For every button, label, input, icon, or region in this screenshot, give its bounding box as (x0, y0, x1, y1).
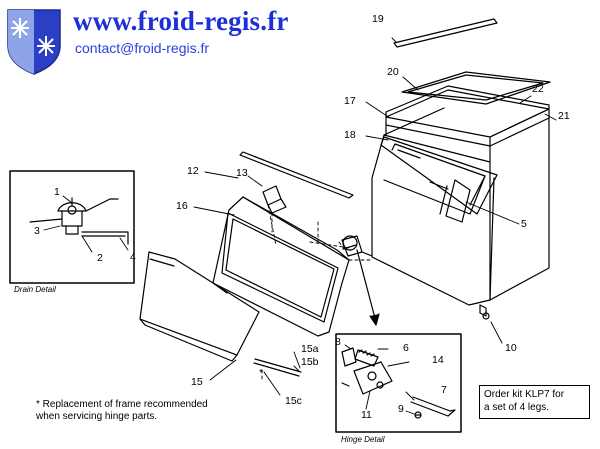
callout-20: 20 (387, 66, 399, 78)
lid-gasket-frame (401, 71, 551, 105)
callout-13: 13 (236, 167, 248, 179)
callout-17: 17 (344, 95, 356, 107)
callout-14: 14 (432, 354, 444, 366)
detail-arrow (356, 249, 377, 323)
callout-1: 1 (54, 186, 60, 198)
callout-21: 21 (558, 110, 570, 122)
kit-note-line-2: a set of 4 legs. (484, 402, 550, 413)
hinge-rod (254, 358, 302, 373)
callout-8: 8 (335, 336, 341, 348)
site-url[interactable]: www.froid-regis.fr (73, 6, 289, 36)
callout-16: 16 (176, 200, 188, 212)
callout-5: 5 (521, 218, 527, 230)
leg-kit-note-box: Order kit KLP7 for a set of 4 legs. (479, 385, 590, 419)
callout-3: 3 (34, 225, 40, 237)
callout-19: 19 (372, 13, 384, 25)
callout-15c: 15c (285, 395, 302, 407)
contact-email[interactable]: contact@froid-regis.fr (75, 40, 210, 56)
drain-fitting (29, 197, 129, 245)
door-handle (262, 185, 282, 206)
callout-22: 22 (532, 83, 544, 95)
frame-replacement-note: * Replacement of frame recommended when … (36, 399, 208, 423)
cabinet-body (371, 89, 550, 320)
door-frame (212, 196, 350, 337)
callout-6: 6 (403, 342, 409, 354)
callout-2: 2 (97, 252, 103, 264)
hinge-detail-parts (341, 347, 456, 419)
callout-15: 15 (191, 376, 203, 388)
callout-4: 4 (130, 251, 136, 263)
callout-star: * (259, 367, 264, 379)
frame-note-line-1: * Replacement of frame recommended (36, 399, 208, 410)
drain-detail-caption: Drain Detail (14, 285, 56, 294)
callout-11: 11 (361, 409, 372, 421)
door-panel (139, 251, 260, 362)
door-gasket-strip (239, 151, 354, 199)
callout-12: 12 (187, 165, 199, 177)
callout-15a: 15a (301, 343, 319, 355)
callout-7: 7 (441, 384, 447, 396)
drain-detail-box (9, 170, 135, 284)
callout-18: 18 (344, 129, 356, 141)
callout-9: 9 (398, 403, 404, 415)
callout-10: 10 (505, 342, 517, 354)
top-gasket-strip (393, 18, 498, 48)
kit-note-line-1: Order kit KLP7 for (484, 389, 565, 400)
frame-note-line-2: when servicing hinge parts. (36, 411, 158, 422)
hinge-detail-box (335, 333, 462, 433)
snowflake-shield-icon (4, 6, 64, 76)
hinge-assembly (341, 235, 373, 257)
hinge-detail-caption: Hinge Detail (341, 435, 385, 444)
callout-15b: 15b (301, 356, 319, 368)
